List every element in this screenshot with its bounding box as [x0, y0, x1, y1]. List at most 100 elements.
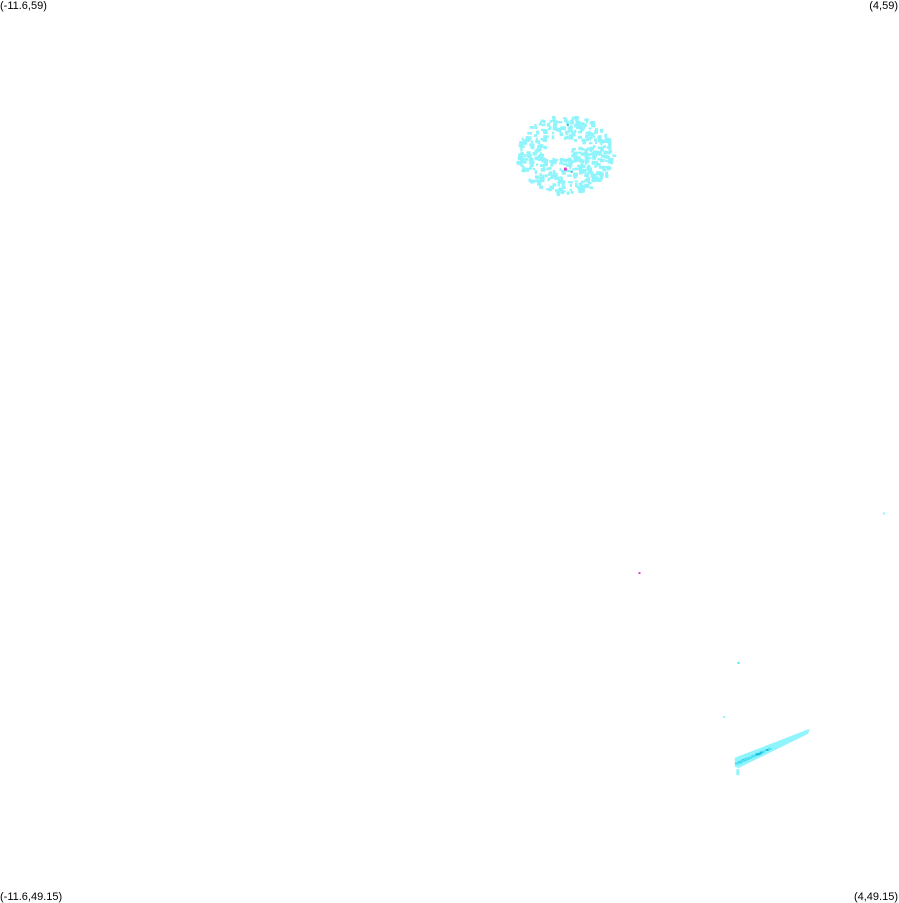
map-cell [584, 184, 588, 187]
map-cell [529, 165, 532, 169]
map-cell [608, 146, 611, 151]
map-cell [588, 127, 592, 130]
map-cell [563, 158, 568, 163]
map-cell [597, 146, 603, 149]
map-cell [608, 138, 612, 141]
map-cell [568, 134, 572, 138]
map-cell [518, 163, 523, 166]
map-cell [529, 157, 532, 161]
map-cell [582, 189, 585, 193]
map-cell [589, 186, 594, 190]
map-cell [532, 152, 537, 156]
map-cell [555, 120, 559, 124]
map-cell [535, 148, 540, 153]
map-cell [765, 749, 769, 751]
map-cell [761, 750, 765, 753]
map-cell [603, 139, 607, 143]
map-cell [594, 131, 598, 134]
map-cell [518, 153, 523, 156]
map-cell [532, 167, 536, 171]
map-cell [525, 138, 530, 142]
map-cell [549, 185, 554, 190]
map-cell [555, 172, 558, 177]
map-cell [521, 158, 524, 162]
map-cell-accent [566, 123, 569, 126]
corner-label-top-left: (-11.6,59) [0, 0, 47, 12]
map-cell [586, 166, 590, 170]
map-cell [527, 131, 532, 135]
map-cell [542, 138, 547, 142]
map-cell [534, 134, 538, 137]
map-cell [569, 122, 574, 125]
map-cell [559, 158, 565, 162]
map-cell [543, 157, 547, 161]
map-cell [552, 127, 557, 131]
map-cell [534, 170, 538, 174]
map-cell [520, 147, 523, 152]
map-cell [569, 165, 572, 169]
map-cell [552, 125, 557, 130]
map-speck [723, 716, 726, 718]
map-cell [570, 134, 576, 137]
map-cell [551, 135, 555, 140]
map-cell [599, 139, 604, 144]
map-cell [601, 146, 604, 149]
map-cell [540, 164, 544, 168]
map-cell [584, 148, 588, 152]
features-layer [516, 116, 885, 776]
map-cell [573, 139, 577, 142]
map-cell [591, 123, 596, 128]
map-cell [559, 162, 564, 165]
map-cell [537, 140, 541, 144]
map-cell [581, 165, 584, 169]
map-cell [520, 145, 523, 149]
map-cell [548, 172, 553, 176]
map-cell [539, 121, 542, 124]
map-cell [566, 169, 571, 173]
map-cell [568, 181, 573, 184]
map-cell [573, 174, 577, 179]
map-cell [562, 186, 566, 189]
map-speck [638, 572, 641, 575]
map-cell [768, 748, 771, 750]
map-cell [599, 173, 604, 177]
map-cell [752, 755, 755, 757]
map-cell [570, 119, 573, 123]
map-cell [606, 155, 610, 159]
map-cell [568, 128, 573, 132]
map-cell [534, 157, 539, 161]
map-cell [589, 167, 593, 171]
map-cell [549, 120, 552, 123]
map-speck [737, 661, 740, 664]
map-cell [573, 155, 579, 160]
map-cell [574, 116, 579, 120]
map-cell [569, 183, 572, 187]
map-cell [538, 176, 542, 180]
map-cell [520, 155, 524, 159]
map-cell [537, 155, 541, 159]
map-cell [565, 132, 568, 136]
map-cell [523, 154, 527, 157]
map-cell [564, 136, 567, 140]
map-cell [584, 179, 587, 183]
map-cell [552, 173, 558, 178]
map-cell [600, 143, 603, 146]
map-cell [564, 130, 569, 134]
map-cell [535, 139, 538, 144]
map-cell [558, 178, 561, 182]
map-cell [599, 176, 603, 180]
map-cell [540, 119, 544, 123]
map-cell [549, 125, 552, 130]
map-cell [577, 186, 581, 190]
map-cell [522, 166, 526, 170]
map-cell [593, 160, 598, 165]
map-cell [602, 168, 607, 172]
map-cell [561, 190, 565, 195]
map-cell [578, 146, 583, 151]
map-cell [550, 164, 554, 167]
map-cell [588, 181, 592, 185]
map-cell [581, 180, 585, 183]
map-cell [604, 140, 610, 143]
map-cell [595, 140, 597, 144]
